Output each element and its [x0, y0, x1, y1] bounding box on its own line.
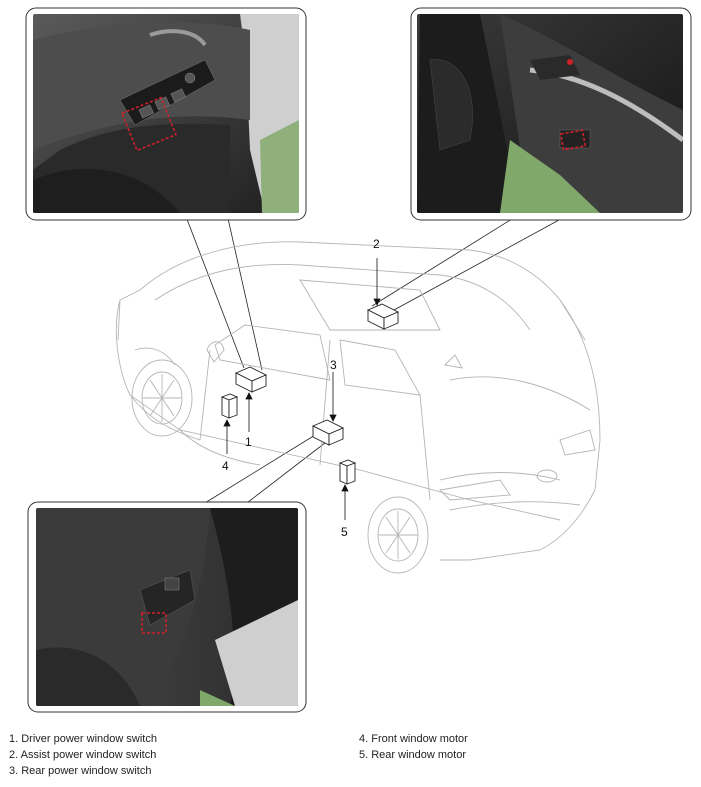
- rear-switch-highlight: [141, 612, 167, 634]
- callout-4: 4: [222, 459, 229, 473]
- component-boxes: [220, 303, 400, 485]
- callout-3: 3: [330, 358, 337, 372]
- assist-switch-highlight: [559, 129, 587, 151]
- callout-labels: 1 2 3 4 5: [222, 237, 380, 539]
- legend-item-3: 3. Rear power window switch: [9, 765, 152, 777]
- leader-lines: [184, 213, 571, 507]
- legend-item-2: 2. Assist power window switch: [9, 749, 157, 761]
- callout-2: 2: [373, 237, 380, 251]
- box-driver-switch: [234, 366, 268, 393]
- box-rear-window-motor: [338, 459, 357, 485]
- callout-1: 1: [245, 435, 252, 449]
- callout-arrows: [223, 258, 381, 520]
- box-assist-switch: [366, 303, 400, 330]
- legend-item-4: 4. Front window motor: [359, 733, 468, 745]
- box-front-window-motor: [220, 393, 239, 419]
- driver-switch-highlight: [120, 96, 178, 152]
- callout-5: 5: [341, 525, 348, 539]
- photo-assist-door: [410, 7, 692, 221]
- legend-left: 1. Driver power window switch 2. Assist …: [9, 731, 157, 779]
- legend-right: 4. Front window motor 5. Rear window mot…: [359, 731, 468, 763]
- photo-driver-door: [25, 7, 307, 221]
- driver-switch-buttons: [138, 72, 196, 119]
- legend-item-1: 1. Driver power window switch: [9, 733, 157, 745]
- box-rear-switch: [311, 419, 345, 446]
- legend-item-5: 5. Rear window motor: [359, 749, 466, 761]
- car-outline: [115, 241, 601, 574]
- photo-rear-door: [27, 501, 307, 713]
